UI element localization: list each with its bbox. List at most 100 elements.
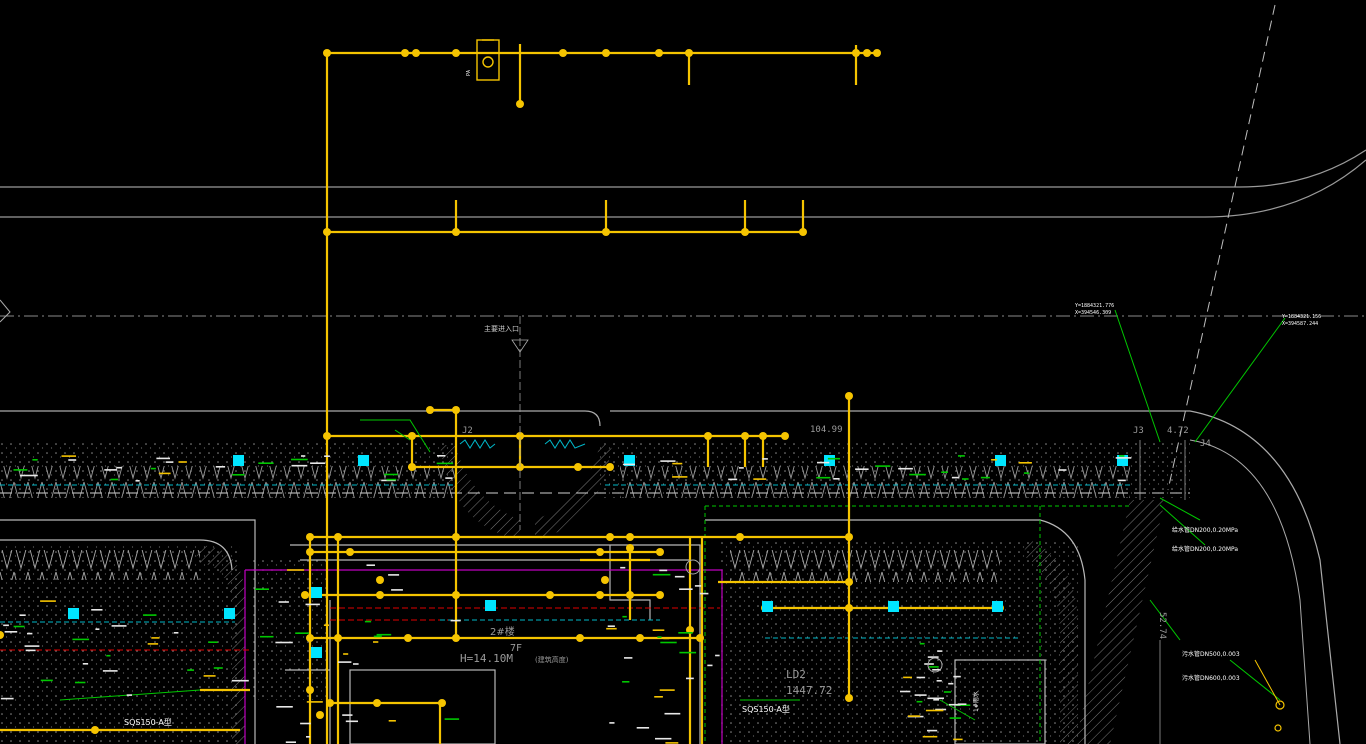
annotation-mark [925,709,944,712]
annotation-mark [958,455,965,457]
annotation-mark [1119,455,1125,457]
cyan-pipes [0,484,1130,639]
annotation-mark [900,690,911,693]
annotation-mark [295,632,309,634]
pipe-fitting [574,463,582,471]
annotation-mark [366,564,375,566]
pipe-fitting [696,634,704,642]
annotation-mark [816,476,831,479]
annotation-mark [679,588,693,590]
annotation-mark [102,670,118,672]
valve-box [311,587,322,598]
annotation-mark [310,462,326,464]
pipe-fitting [426,406,434,414]
pipe-fitting [306,533,314,541]
pipe-fitting [0,631,4,639]
annotation-mark [215,466,226,468]
pipe-fitting [596,548,604,556]
annotation-mark [391,589,403,591]
label-building-floors: 7F [510,643,522,654]
annotation-mark [150,467,156,470]
annotation-mark [962,478,969,480]
annotation-mark [622,681,630,683]
annotation-mark [338,661,352,663]
detail-clutter [0,455,1132,744]
annotation-mark [24,645,40,647]
green-boundary [704,505,1130,744]
annotation-mark [957,703,967,705]
annotation-mark [324,455,330,457]
annotation-mark [213,667,223,669]
pipe-fitting [306,686,314,694]
pipe-fitting [452,533,460,541]
annotation-mark [927,656,939,658]
annotation-mark [156,457,170,460]
annotation-mark [941,471,948,473]
annotation-mark [158,472,171,475]
annotation-mark [827,457,840,460]
annotation-mark [955,704,971,706]
annotation-mark [652,629,665,631]
pipe-fitting [704,432,712,440]
pipe-fitting [452,406,460,414]
annotation-mark [287,569,305,571]
label-main-inlet: 主要进入口 [484,324,519,333]
pipe-fitting [685,49,693,57]
annotation-mark [991,459,997,461]
annotation-mark [13,625,25,628]
annotation-mark [258,462,274,464]
pipe-fitting [655,49,663,57]
annotation-mark [927,697,944,700]
annotation-mark [106,654,111,657]
annotation-mark [951,476,959,479]
annotation-mark [655,737,672,740]
pipe-fitting [852,49,860,57]
pipe-fitting [626,591,634,599]
pipe-fitting [845,533,853,541]
annotation-mark [306,736,311,738]
annotation-mark [707,664,713,667]
annotation-mark [929,666,939,668]
annotation-mark [924,663,934,665]
annotation-mark [927,729,938,732]
label-building-height: H=14.10M [460,652,513,665]
annotation-mark [82,663,89,665]
annotation-mark [980,476,990,479]
property-boundary [244,569,723,744]
pipe-fitting [602,228,610,236]
pipe-fitting [601,576,609,584]
annotation-mark [143,614,157,616]
valve-box [68,608,79,619]
valve-box [358,455,369,466]
annotation-mark [345,720,358,723]
text-labels: 主要进入口 104.99 J2 J3 J4 4.72 52.74 2#楼 7F … [124,70,1321,727]
label-building-ld-value: 1447.72 [786,684,832,697]
label-pipe-spec-1: 给水管DN200,0.20MPa [1172,526,1238,534]
label-j3: J3 [1133,426,1144,436]
annotation-mark [908,715,921,717]
annotation-mark [306,701,323,703]
label-pipe-spec-3: 污水管DN500,0.003 [1182,650,1240,658]
annotation-mark [622,615,627,618]
annotation-mark [855,468,869,470]
label-hydrant-right: SQS150-A型 [742,705,790,714]
spring-symbols [459,439,586,449]
annotation-mark [922,735,938,738]
annotation-mark [19,474,38,477]
annotation-mark [715,654,720,657]
label-j2: J2 [462,426,473,436]
annotation-mark [898,467,913,470]
annotation-mark [353,663,359,665]
valve-box [824,455,835,466]
pipe-fitting [516,100,524,108]
pipe-fitting [408,463,416,471]
pipe-fitting [301,591,309,599]
pipe-fitting [323,228,331,236]
annotation-mark [753,478,767,480]
pipe-fitting [452,49,460,57]
annotation-mark [275,641,293,644]
annotation-mark [916,700,923,703]
pipe-fitting [845,392,853,400]
annotation-mark [636,727,650,729]
